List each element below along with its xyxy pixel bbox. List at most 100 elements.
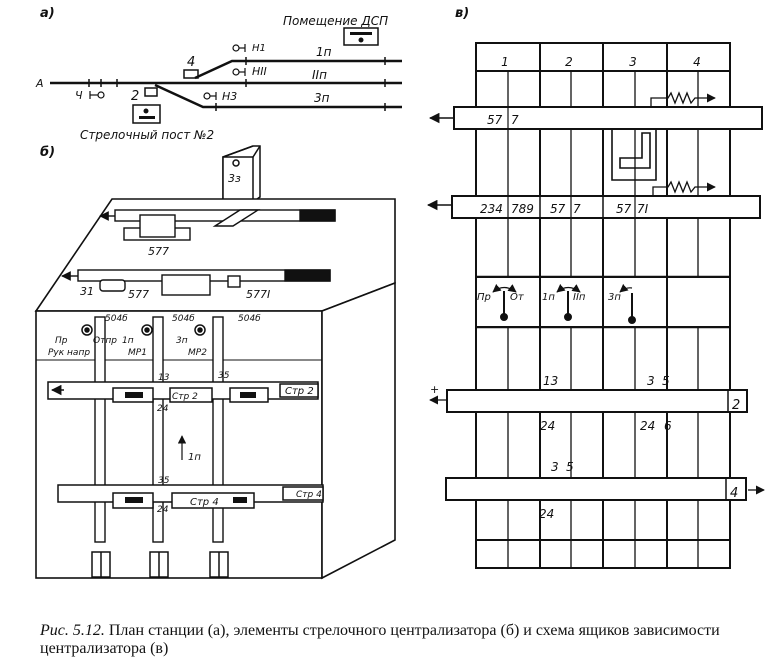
entry-label: А bbox=[35, 77, 44, 90]
bar2-text-234: 234 bbox=[480, 202, 503, 216]
grid-number-24b: 24 bbox=[640, 419, 655, 433]
bar2-text-789: 789 bbox=[511, 202, 534, 216]
bar-31-label: 31 bbox=[80, 285, 94, 298]
panel-c-label: в) bbox=[455, 6, 469, 21]
handle-3p-label: 3п bbox=[608, 292, 621, 303]
switch-bar-4 bbox=[445, 477, 765, 501]
vertical-rods bbox=[94, 316, 224, 543]
station-plan: а) Помещение ДСП А Ч 2 4 bbox=[35, 6, 402, 142]
route-bar-1 bbox=[428, 106, 763, 130]
track-2-label: IIп bbox=[312, 68, 327, 82]
switch-slider-2 bbox=[47, 381, 319, 403]
switch-2-label: 2 bbox=[131, 89, 139, 104]
coupling-element bbox=[611, 129, 657, 181]
grid-number-24c: 24 bbox=[539, 507, 554, 521]
column-2-header: 2 bbox=[565, 55, 573, 69]
switch-4-icon bbox=[183, 69, 199, 79]
signal-n2-label: НII bbox=[252, 65, 267, 78]
signal-ch-icon bbox=[89, 91, 105, 99]
switch-2-icon bbox=[144, 87, 158, 97]
handle-otpr-label: Отпр bbox=[93, 336, 117, 346]
spring-icon bbox=[652, 180, 716, 196]
handle-manual-label: Рук напр bbox=[48, 348, 90, 358]
bar1-text-57: 57 bbox=[487, 113, 503, 127]
track-3 bbox=[154, 83, 402, 109]
handle-pr-label: Пр bbox=[477, 292, 491, 303]
slider-str4-label: Стр 4 bbox=[296, 490, 322, 500]
number-24: 24 bbox=[157, 404, 169, 414]
contact-blocks bbox=[91, 551, 229, 578]
bar2-text-57: 57 bbox=[550, 202, 566, 216]
switch-bar-2 bbox=[429, 389, 748, 413]
bar-577-lower-label: 577 bbox=[128, 288, 149, 301]
bar4-label: 4 bbox=[730, 486, 738, 501]
insulated-joints bbox=[88, 57, 386, 111]
grid-number-5: 5 bbox=[662, 374, 670, 388]
panel-b-label: б) bbox=[40, 145, 55, 160]
plus-sign: + bbox=[430, 383, 439, 396]
lock-504b-label-1: 504б bbox=[105, 314, 128, 324]
slider-str2-inner-label: Стр 2 bbox=[172, 392, 198, 402]
route-bar-2 bbox=[426, 195, 761, 219]
column-1-header: 1 bbox=[501, 55, 509, 69]
bar-577I-label: 577I bbox=[246, 288, 270, 301]
switch-post-label: Стрелочный пост №2 bbox=[80, 128, 214, 142]
signal-n3-label: Н3 bbox=[222, 90, 237, 103]
number-35: 35 bbox=[218, 371, 230, 381]
number-35-lower: 35 bbox=[158, 476, 170, 486]
grid-number-5b: 5 bbox=[566, 460, 574, 474]
panel-a-label: а) bbox=[40, 6, 55, 21]
track-1-label: 1п bbox=[316, 45, 332, 59]
lock-box-label: 3з bbox=[228, 172, 241, 185]
number-24-lower: 24 bbox=[157, 505, 169, 515]
handle-mr2-label: МР2 bbox=[188, 348, 207, 358]
handle-pr-label: Пр bbox=[55, 336, 68, 346]
column-4-header: 4 bbox=[693, 55, 701, 69]
bar-577-label: 577 bbox=[148, 245, 169, 258]
bar3-label: 2 bbox=[732, 398, 740, 413]
signal-icons bbox=[203, 44, 246, 100]
slider-str2-label: Стр 2 bbox=[285, 386, 314, 397]
handle-ot-label: От bbox=[510, 292, 525, 303]
lock-504b-label-2: 504б bbox=[172, 314, 195, 324]
switch-4-label: 4 bbox=[187, 55, 195, 70]
column-3-header: 3 bbox=[629, 55, 637, 69]
handle-2p-label: IIп bbox=[573, 292, 586, 303]
caption-lead: Рис. 5.12. bbox=[40, 622, 105, 639]
electric-lock-box bbox=[222, 145, 261, 232]
grid-number-3: 3 bbox=[647, 374, 655, 388]
handle-3p-label: 3п bbox=[176, 336, 188, 346]
handle-1p-label: 1п bbox=[122, 336, 134, 346]
switch-post-icon bbox=[132, 104, 161, 124]
centralizer-drawing: б) 3з 577 bbox=[34, 145, 396, 580]
handle-mr1-label: МР1 bbox=[128, 348, 147, 358]
route-bar-upper bbox=[99, 209, 336, 241]
dsp-room-icon bbox=[343, 27, 379, 46]
grid-number-3b: 3 bbox=[551, 460, 559, 474]
figure-caption: Рис. 5.12. План станции (а), элементы ст… bbox=[40, 622, 760, 658]
spring-icon bbox=[650, 91, 716, 108]
grid-number-24: 24 bbox=[540, 419, 555, 433]
dependency-grid: в) 1 2 3 4 bbox=[426, 6, 765, 569]
bar1-text-7: 7 bbox=[511, 113, 519, 127]
bar2-text-7I: 7I bbox=[637, 202, 649, 216]
handle-icons bbox=[81, 324, 206, 336]
bar2-text-57b: 57 bbox=[616, 202, 632, 216]
handle-1p-label: 1п bbox=[542, 292, 555, 303]
caption-text: План станции (а), элементы стрелочного ц… bbox=[40, 622, 720, 657]
number-13: 13 bbox=[158, 373, 170, 383]
grid-number-13: 13 bbox=[543, 374, 558, 388]
bar2-text-7: 7 bbox=[573, 202, 581, 216]
route-bar-lower bbox=[61, 269, 331, 296]
dsp-room-label: Помещение ДСП bbox=[283, 14, 388, 28]
track-arrow-label: 1п bbox=[188, 452, 201, 463]
signal-n1-label: Н1 bbox=[252, 43, 266, 54]
handle-levers bbox=[492, 283, 636, 324]
grid-number-6: 6 bbox=[664, 419, 672, 433]
switch-slider-4 bbox=[57, 484, 324, 509]
track-1 bbox=[194, 59, 402, 80]
signal-ch-label: Ч bbox=[75, 89, 83, 102]
track-3-label: 3п bbox=[314, 91, 330, 105]
slider-str4-inner-label: Стр 4 bbox=[190, 497, 219, 508]
